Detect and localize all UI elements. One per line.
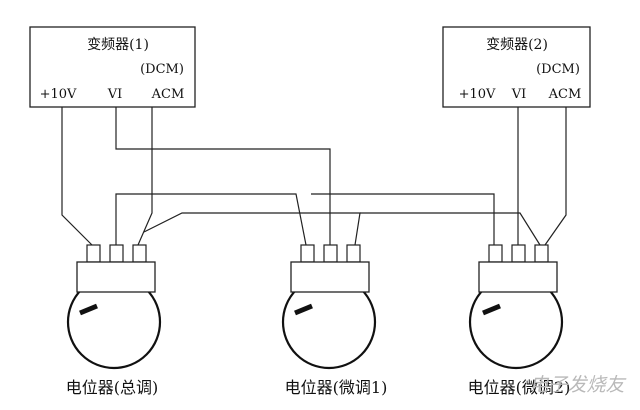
pot-fine1-pointer bbox=[294, 303, 313, 316]
inverter-2-terminal-acm: ACM bbox=[548, 87, 582, 102]
inverter-1-title: 变频器(1) bbox=[87, 37, 149, 53]
inverter-1-terminal-acm: ACM bbox=[151, 87, 185, 102]
wire-inv1-10v bbox=[61, 107, 93, 246]
wire-inv2-acm bbox=[544, 107, 567, 246]
wiring bbox=[61, 107, 567, 246]
pot-master-terminal-left bbox=[86, 244, 101, 263]
potentiometer-master bbox=[66, 244, 162, 370]
pot-fine2-caption: 电位器(微调2) bbox=[468, 378, 571, 397]
inverter-2-box bbox=[442, 26, 591, 108]
inverter-1-mode: (DCM) bbox=[140, 62, 184, 77]
pot-master-terminal-right bbox=[132, 244, 147, 263]
wire-inv1-acm bbox=[137, 107, 153, 246]
pot-fine1-terminal-right bbox=[346, 244, 361, 263]
wire-master-wiper-fine2 bbox=[311, 193, 495, 245]
inverter-2: 变频器(2) (DCM) +10V VI ACM bbox=[442, 26, 591, 108]
pot-fine2-terminal-left bbox=[488, 244, 503, 263]
wire-master-wiper-fine1 bbox=[115, 193, 307, 246]
pot-fine1-terminal-left bbox=[300, 244, 315, 263]
pot-master-caption: 电位器(总调) bbox=[66, 378, 159, 397]
watermark-text: 电子发烧友 bbox=[529, 374, 626, 396]
inverter-2-mode: (DCM) bbox=[536, 62, 580, 77]
inverter-1-terminal-vi: VI bbox=[107, 87, 123, 102]
pot-fine1-caption: 电位器(微调1) bbox=[285, 378, 388, 397]
pot-fine2-terminal-wiper bbox=[511, 244, 526, 263]
pot-fine2-terminal-right bbox=[534, 244, 549, 263]
inverter-2-terminal-10v: +10V bbox=[459, 87, 496, 102]
pot-fine1-body bbox=[290, 261, 370, 293]
inverter-1-terminal-10v: +10V bbox=[40, 87, 77, 102]
inverter-2-title: 变频器(2) bbox=[486, 37, 548, 53]
potentiometer-fine-1 bbox=[281, 244, 377, 370]
pot-master-body bbox=[76, 261, 156, 293]
inverter-1-box bbox=[29, 26, 196, 108]
wire-inv1-vi bbox=[115, 107, 331, 245]
pot-master-pointer bbox=[79, 303, 98, 316]
pot-fine2-pointer bbox=[482, 303, 501, 316]
inverter-1: 变频器(1) (DCM) +10V VI ACM bbox=[29, 26, 196, 108]
potentiometer-fine-2 bbox=[468, 244, 564, 370]
pot-fine1-terminal-wiper bbox=[323, 244, 338, 263]
pot-fine2-body bbox=[478, 261, 558, 293]
inverter-2-terminal-vi: VI bbox=[511, 87, 527, 102]
wire-fine1-acm bbox=[143, 212, 361, 246]
wire-fine2-acm bbox=[360, 212, 541, 246]
pot-master-terminal-wiper bbox=[109, 244, 124, 263]
